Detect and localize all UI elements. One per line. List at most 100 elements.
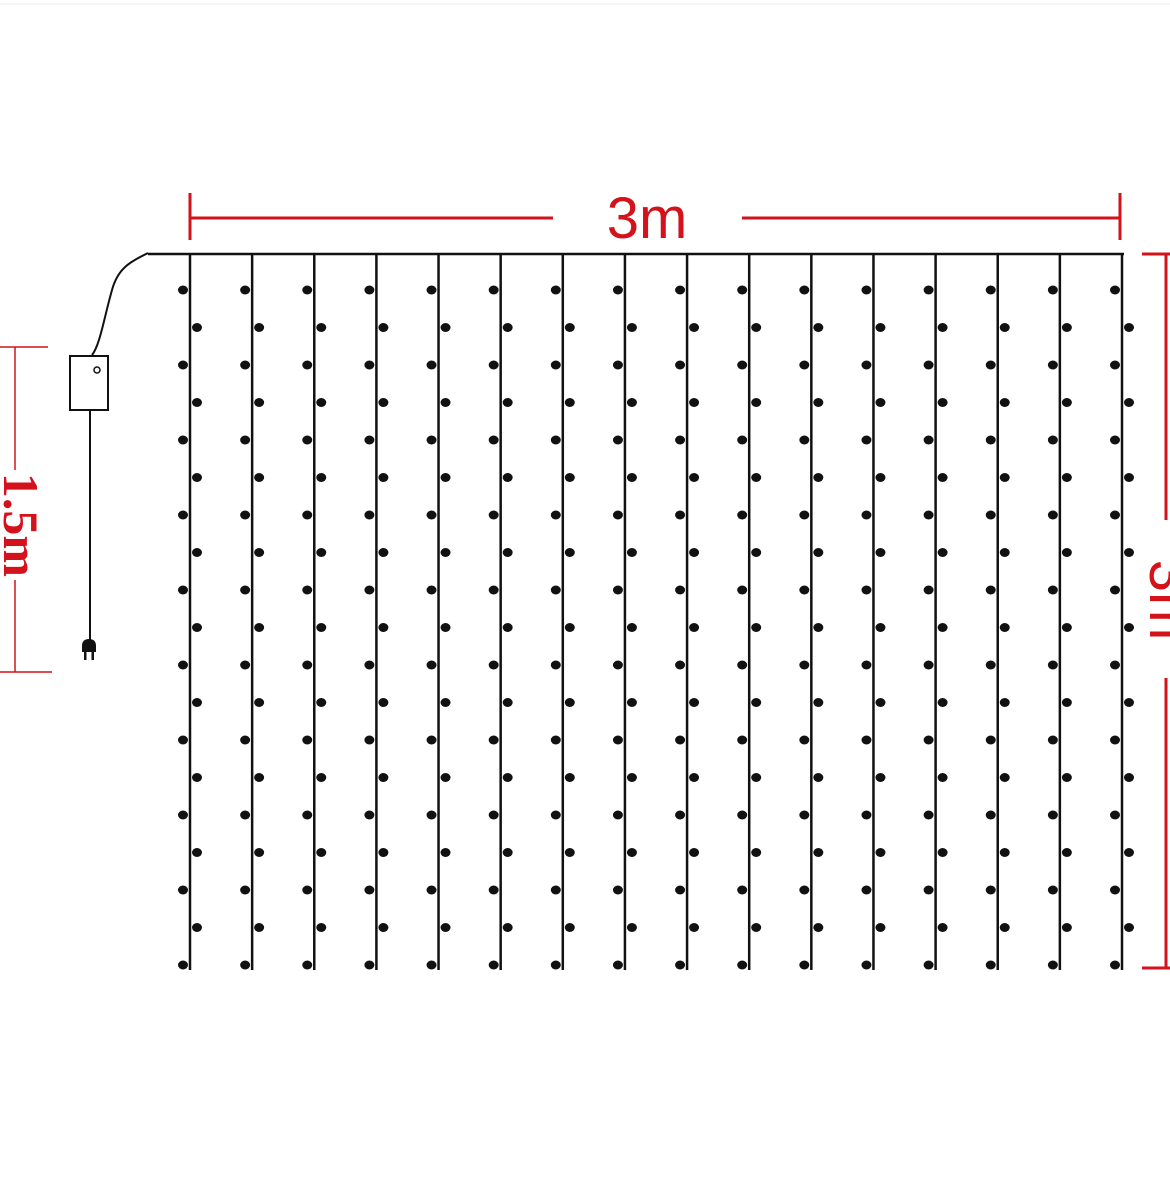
- bulb: [240, 435, 251, 445]
- bulb: [550, 735, 561, 745]
- bulb: [737, 810, 748, 820]
- light-strand: [861, 254, 886, 970]
- bulb: [875, 473, 886, 482]
- bulb: [378, 398, 389, 407]
- bulb: [985, 660, 996, 670]
- bulb: [378, 548, 389, 557]
- bulb: [675, 510, 686, 520]
- bulb: [240, 810, 251, 820]
- bulb: [302, 885, 313, 895]
- cord-dimension: [0, 346, 52, 673]
- bulb: [626, 923, 637, 932]
- bulb: [937, 398, 948, 407]
- bulb: [937, 623, 948, 632]
- bulb: [254, 548, 265, 557]
- bulb: [364, 585, 375, 595]
- bulb: [378, 698, 389, 707]
- bulb: [1047, 510, 1058, 520]
- bulb: [426, 510, 437, 520]
- bulb: [240, 885, 251, 895]
- bulb: [1047, 285, 1058, 295]
- bulb: [1124, 623, 1134, 632]
- bulb: [799, 735, 810, 745]
- width-dimension: [188, 193, 1122, 240]
- bulb: [302, 660, 313, 670]
- bulb: [440, 848, 451, 857]
- bulb: [502, 623, 513, 632]
- bulb: [875, 923, 886, 932]
- bulb: [1110, 810, 1120, 820]
- bulb: [813, 398, 824, 407]
- bulb: [192, 923, 202, 932]
- bulb: [861, 735, 872, 745]
- bulb: [1124, 548, 1134, 557]
- bulb: [178, 960, 188, 970]
- bulb: [923, 735, 934, 745]
- bulb: [1124, 473, 1134, 482]
- bulb: [689, 473, 700, 482]
- bulb: [364, 435, 375, 445]
- bulb: [502, 323, 513, 332]
- bulb: [1061, 698, 1072, 707]
- bulb: [1047, 735, 1058, 745]
- bulb: [564, 923, 575, 932]
- bulb: [364, 960, 375, 970]
- bulb: [923, 510, 934, 520]
- bulb: [1047, 660, 1058, 670]
- bulb: [737, 960, 748, 970]
- bulb: [440, 923, 451, 932]
- bulb: [1061, 398, 1072, 407]
- bulb: [999, 848, 1010, 857]
- light-strand: [923, 254, 948, 970]
- bulb: [937, 323, 948, 332]
- bulb: [254, 923, 265, 932]
- bulb: [985, 360, 996, 370]
- lead-wire: [91, 252, 149, 356]
- bulb: [426, 960, 437, 970]
- bulb: [1047, 435, 1058, 445]
- bulb: [316, 923, 327, 932]
- bulb: [1124, 698, 1134, 707]
- bulb: [364, 810, 375, 820]
- height-label: 3m: [1137, 560, 1170, 641]
- bulb: [737, 435, 748, 445]
- bulb: [254, 323, 265, 332]
- bulb: [1047, 585, 1058, 595]
- bulb: [1110, 885, 1120, 895]
- bulb: [799, 885, 810, 895]
- bulb: [937, 473, 948, 482]
- bulb: [751, 548, 762, 557]
- light-strand: [302, 254, 327, 970]
- bulb: [1061, 548, 1072, 557]
- bulb: [985, 810, 996, 820]
- bulb: [488, 510, 499, 520]
- bulb: [440, 773, 451, 782]
- bulb: [502, 548, 513, 557]
- bulb: [378, 773, 389, 782]
- bulb: [564, 473, 575, 482]
- bulb: [192, 473, 202, 482]
- bulb: [178, 510, 188, 520]
- bulb: [923, 360, 934, 370]
- bulb: [923, 585, 934, 595]
- bulb: [1047, 885, 1058, 895]
- bulb: [440, 698, 451, 707]
- bulb: [799, 810, 810, 820]
- bulb: [378, 323, 389, 332]
- bulb: [626, 398, 637, 407]
- bulb: [612, 660, 623, 670]
- bulb: [178, 585, 188, 595]
- bulb: [675, 810, 686, 820]
- bulb: [813, 473, 824, 482]
- light-strand: [737, 254, 762, 970]
- bulb: [612, 735, 623, 745]
- bulb: [937, 923, 948, 932]
- bulb: [1110, 510, 1120, 520]
- width-label: 3m: [607, 186, 688, 251]
- bulb: [813, 323, 824, 332]
- bulb: [488, 285, 499, 295]
- light-strand: [1047, 254, 1072, 970]
- bulb: [689, 773, 700, 782]
- bulb: [178, 885, 188, 895]
- bulb: [626, 473, 637, 482]
